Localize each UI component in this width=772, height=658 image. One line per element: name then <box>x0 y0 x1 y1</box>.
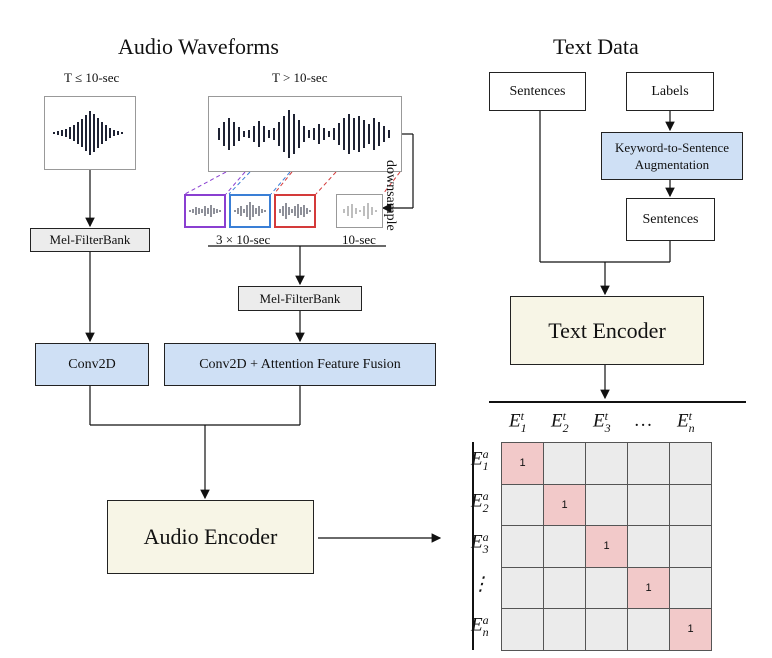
matrix-cell <box>501 608 544 651</box>
matrix-cell <box>627 483 670 526</box>
matrix-cell <box>627 442 670 485</box>
segment-1 <box>184 194 226 228</box>
melfilter-right-box: Mel-FilterBank <box>238 286 362 311</box>
matrix-cell <box>501 525 544 568</box>
matrix-cell <box>669 566 712 609</box>
short-waveform <box>44 96 136 170</box>
matrix-cell <box>627 608 670 651</box>
matrix-cell <box>501 483 544 526</box>
text-title: Text Data <box>553 34 639 59</box>
matrix-cell <box>585 608 628 651</box>
segment-3 <box>274 194 316 228</box>
augmentation-box: Keyword-to-Sentence Augmentation <box>601 132 743 180</box>
matrix-cell <box>501 566 544 609</box>
matrix-cell <box>669 483 712 526</box>
matrix-cell <box>585 483 628 526</box>
waveform-icon <box>279 203 311 219</box>
matrix-diagonal-cell: 1 <box>669 608 712 651</box>
column-label: … <box>635 410 652 431</box>
downsample-label: downsample <box>383 160 398 231</box>
matrix-diagonal-cell: 1 <box>627 566 670 609</box>
waveform-icon <box>342 203 377 219</box>
conv2d-attention-box: Conv2D + Attention Feature Fusion <box>164 343 436 386</box>
matrix-cell <box>543 525 586 568</box>
downsampled-segment <box>336 194 383 228</box>
short-condition-label: T ≤ 10-sec <box>64 70 120 85</box>
segments-label: 3 × 10-sec <box>216 232 271 247</box>
matrix-diagonal-cell: 1 <box>501 442 544 485</box>
audio-encoder-box: Audio Encoder <box>107 500 314 574</box>
matrix-cell <box>543 442 586 485</box>
long-condition-label: T > 10-sec <box>272 70 328 85</box>
matrix-cell <box>543 566 586 609</box>
text-encoder-box: Text Encoder <box>510 296 704 365</box>
conv2d-left-box: Conv2D <box>35 343 149 386</box>
matrix-diagonal-cell: 1 <box>585 525 628 568</box>
waveform-icon <box>218 110 390 158</box>
audio-title: Audio Waveforms <box>118 34 279 59</box>
matrix-cell <box>669 525 712 568</box>
long-waveform <box>208 96 402 172</box>
matrix-cell <box>585 442 628 485</box>
matrix-cell <box>585 566 628 609</box>
waveform-icon <box>53 111 123 155</box>
labels-box: Labels <box>626 72 714 111</box>
sentences-bottom-box: Sentences <box>626 198 715 241</box>
matrix-cell <box>669 442 712 485</box>
sentences-top-box: Sentences <box>489 72 586 111</box>
melfilter-left-box: Mel-FilterBank <box>30 228 150 252</box>
row-label: ⋮ <box>471 573 490 595</box>
waveform-icon <box>189 205 221 217</box>
segment-2 <box>229 194 271 228</box>
matrix-diagonal-cell: 1 <box>543 483 586 526</box>
matrix-cell <box>543 608 586 651</box>
downsampled-label: 10-sec <box>342 232 376 247</box>
waveform-icon <box>234 202 266 220</box>
matrix-cell <box>627 525 670 568</box>
